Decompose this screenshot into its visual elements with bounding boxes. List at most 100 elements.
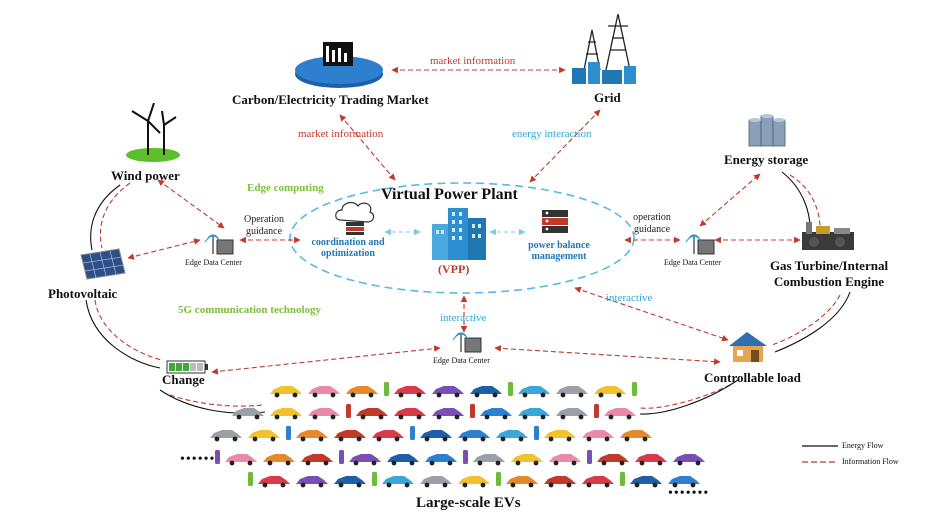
info-line-market-vpp xyxy=(339,114,396,181)
charging-pile-icon xyxy=(410,426,415,440)
comm-5g-label: 5G communication technology xyxy=(178,304,321,316)
load-label: Controllable load xyxy=(704,370,801,385)
wind-label: Wind power xyxy=(111,168,180,183)
charging-pile-icon xyxy=(470,404,475,418)
ev-car-icon xyxy=(420,476,452,488)
ev-car-icon xyxy=(594,386,626,398)
ev-car-icon xyxy=(334,476,366,488)
charging-pile-icon xyxy=(496,472,501,486)
ev-car-icon xyxy=(394,408,426,420)
ev-car-icon xyxy=(356,408,388,420)
ev-car-icon xyxy=(518,408,550,420)
charging-pile-icon xyxy=(384,382,389,396)
ev-car-icon xyxy=(473,454,505,466)
ev-car-icon xyxy=(432,386,464,398)
ev-car-icon xyxy=(296,430,328,442)
edge-center-label: Edge Data Center xyxy=(433,356,490,365)
edge-antenna-icon xyxy=(204,234,234,255)
market-info-top: market information xyxy=(430,55,516,67)
edge-antenna-icon xyxy=(685,234,715,255)
ev-car-icon xyxy=(630,476,662,488)
edge-left-label: Edge Data Center xyxy=(185,258,242,267)
info-line-vpp-load xyxy=(574,286,729,342)
storage-label: Energy storage xyxy=(724,152,809,167)
info-loop-pv-change xyxy=(94,299,163,361)
op-guidance-right: operation guidance xyxy=(633,212,671,235)
gas-label: Gas Turbine/Internal Combustion Engine xyxy=(769,258,889,289)
ev-car-icon xyxy=(597,454,629,466)
energy-storage-icon xyxy=(748,114,786,147)
ev-car-icon xyxy=(458,430,490,442)
ev-car-icon xyxy=(480,408,512,420)
charging-pile-icon xyxy=(587,450,592,464)
ev-car-icon xyxy=(582,430,614,442)
charging-pile-icon xyxy=(632,382,637,396)
market-label: Carbon/Electricity Trading Market xyxy=(232,92,429,107)
info-line-change-center xyxy=(211,345,441,375)
vpp-title: Virtual Power Plant xyxy=(381,186,518,203)
ev-car-icon xyxy=(420,430,452,442)
ev-car-icon xyxy=(470,386,502,398)
vpp-tag: (VPP) xyxy=(438,262,470,276)
coordination-label: coordination and optimization xyxy=(311,237,385,259)
charging-pile-icon xyxy=(248,472,253,486)
ev-car-icon xyxy=(308,408,340,420)
battery-change-icon xyxy=(166,360,208,374)
charging-pile-icon xyxy=(508,382,513,396)
ev-car-icon xyxy=(556,386,588,398)
ev-car-icon xyxy=(270,386,302,398)
house-icon xyxy=(729,332,767,362)
ev-car-icon xyxy=(248,430,280,442)
info-line-wind-edge xyxy=(157,179,225,229)
ev-car-icon xyxy=(549,454,581,466)
charging-pile-icon xyxy=(215,450,220,464)
charging-pile-icon xyxy=(534,426,539,440)
energy-interaction-label: energy interaction xyxy=(512,128,592,140)
evs-label: Large-scale EVs xyxy=(416,495,521,511)
ev-car-icon xyxy=(394,386,426,398)
power-balance-label: power balance management xyxy=(528,240,590,262)
city-building-icon xyxy=(432,208,486,260)
ev-car-icon xyxy=(673,454,705,466)
charging-pile-icon xyxy=(372,472,377,486)
ev-car-icon xyxy=(620,430,652,442)
legend-lines xyxy=(802,445,838,463)
op-guidance-left: Operation guidance xyxy=(244,214,284,237)
ev-car-icon xyxy=(556,408,588,420)
edge-antenna-icon xyxy=(452,332,482,353)
info-loop-gas-load xyxy=(771,294,841,346)
ev-car-icon xyxy=(225,454,257,466)
trading-market-icon xyxy=(295,42,383,88)
ev-car-icon xyxy=(387,454,419,466)
ev-car-icon xyxy=(349,454,381,466)
pv-label: Photovoltaic xyxy=(48,286,118,301)
ev-dots-left: •••••• xyxy=(180,452,216,467)
wind-turbine-icon xyxy=(126,103,180,162)
ev-car-icon xyxy=(232,408,264,420)
cloud-server-icon xyxy=(335,201,375,235)
edge-computing-label: Edge computing xyxy=(247,182,324,194)
ev-car-icon xyxy=(506,476,538,488)
interactive-center-label: interactive xyxy=(440,312,487,324)
charging-pile-icon xyxy=(463,450,468,464)
ev-car-icon xyxy=(270,408,302,420)
info-line-pv-edge xyxy=(127,238,201,260)
info-loop-change-evs xyxy=(169,394,263,407)
ev-car-icon xyxy=(263,454,295,466)
change-label: Change xyxy=(162,372,205,387)
solar-panel-icon xyxy=(80,248,126,280)
grid-tower-icon xyxy=(572,13,636,84)
ev-car-icon xyxy=(382,476,414,488)
info-line-center-load xyxy=(494,345,721,365)
energy-loop-wind-pv xyxy=(90,184,121,251)
edge-right-label: Edge Data Center xyxy=(664,258,721,267)
ev-car-icon xyxy=(210,430,242,442)
ev-car-icon xyxy=(604,408,636,420)
legend-energy-flow: Energy Flow xyxy=(842,441,884,450)
ev-car-icon xyxy=(511,454,543,466)
energy-loop-gas-load xyxy=(774,291,851,353)
ev-car-icon xyxy=(372,430,404,442)
